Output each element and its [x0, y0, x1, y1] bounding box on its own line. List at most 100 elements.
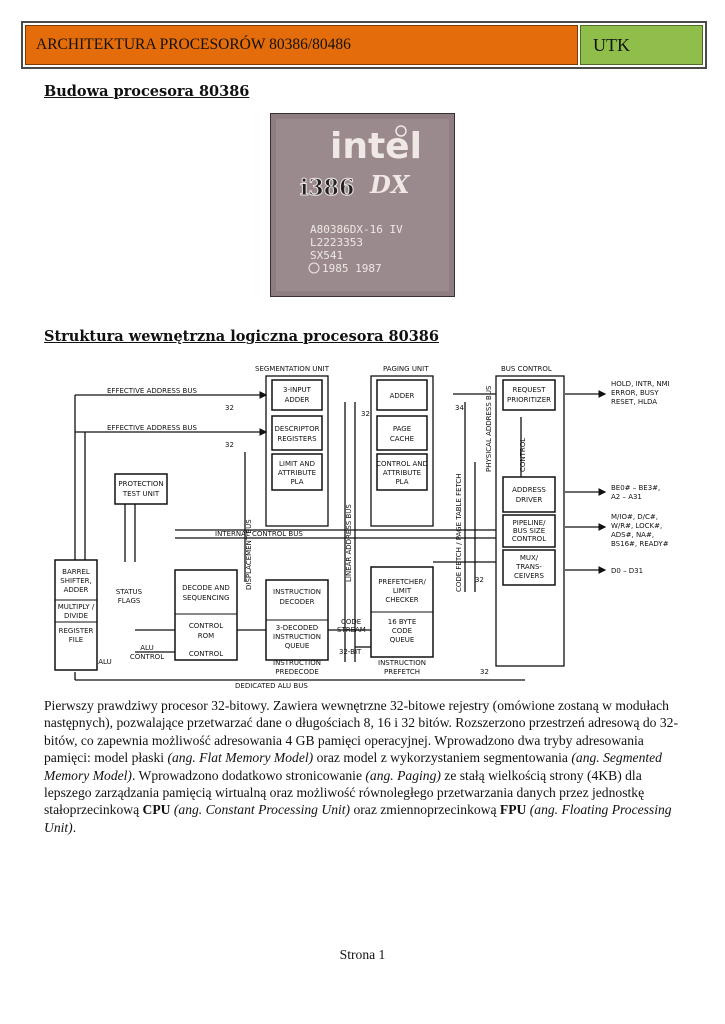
block-addr-2: DRIVER — [516, 496, 543, 504]
bus-label-linear: LINEAR ADDRESS BUS — [345, 504, 353, 582]
block-req-2: PRIORITIZER — [507, 396, 551, 404]
signal-3: RESET, HLDA — [611, 398, 657, 406]
block-q3-2: INSTRUCTION — [273, 633, 321, 641]
block-desc-2: REGISTERS — [277, 435, 317, 443]
block-pref-3: CHECKER — [385, 596, 418, 604]
block-ctrl-1: CONTROL AND — [376, 460, 428, 468]
block-addr-1: ADDRESS — [512, 486, 546, 494]
block-barrel-2: SHIFTER, — [60, 577, 91, 585]
block-q3-1: 3-DECODED — [276, 624, 318, 632]
para-text-2: oraz model z wykorzystaniem segmentowani… — [313, 750, 572, 766]
caption-alu-ctrl-1: ALU — [140, 644, 153, 652]
signal-10: D0 – D31 — [611, 567, 643, 575]
block-mul-1: MULTIPLY / — [58, 603, 95, 611]
block-status-2: FLAGS — [118, 597, 141, 605]
block-adder3-1: 3-INPUT — [283, 386, 312, 394]
page-number: Strona 1 — [339, 947, 386, 962]
chip-line4: 1985 1987 — [322, 262, 382, 275]
block-crom-1: CONTROL — [189, 622, 223, 630]
signal-4: BE0# – BE3#, — [611, 484, 660, 492]
block-cq-1: 16 BYTE — [388, 618, 417, 626]
caption-alu: ALU — [98, 658, 111, 666]
block-pcache-2: CACHE — [390, 435, 414, 443]
bus-width-32b: 32 — [225, 441, 234, 449]
para-bold-fpu: FPU — [499, 802, 527, 818]
section-heading-logic: Struktura wewnętrzna logiczna procesora … — [44, 328, 439, 345]
section-heading-structure: Budowa procesora 80386 — [44, 83, 250, 100]
para-text-4: ze stałą wielkością strony (4KB) dla lep… — [44, 767, 645, 818]
signal-7: W/R#, LOCK#, — [611, 522, 662, 530]
block-ctrl-2: ATTRIBUTE — [383, 469, 421, 477]
bus-width-34: 34 — [455, 404, 464, 412]
caption-ipre-2: PREDECODE — [275, 668, 319, 676]
bus-width-32a: 32 — [225, 404, 234, 412]
block-reg-1: REGISTER — [59, 627, 94, 635]
header-title: ARCHITEKTURA PROCESORÓW 80386/80486 — [25, 25, 578, 65]
unit-label-paging: PAGING UNIT — [383, 365, 429, 373]
block-cq-3: QUEUE — [390, 636, 415, 644]
caption-ipf-1: INSTRUCTION — [378, 659, 426, 667]
block-mux-1: MUX/ — [520, 554, 539, 562]
para-italic-5: (ang. Floating Processing Unit) — [44, 802, 672, 835]
para-text-3: . Wprowadzono dodatkowo stronicowanie — [131, 767, 366, 783]
chip-line1: A80386DX-16 IV — [310, 223, 403, 236]
para-text-6: . — [72, 819, 77, 835]
chip-model: i386 — [300, 175, 354, 201]
block-pipe-2: BUS SIZE — [513, 527, 545, 535]
signal-2: ERROR, BUSY — [611, 389, 659, 397]
block-limit-3: PLA — [290, 478, 303, 486]
block-mul-2: DIVIDE — [64, 612, 88, 620]
caption-ipre-1: INSTRUCTION — [273, 659, 321, 667]
bus-label-dedicated: DEDICATED ALU BUS — [235, 682, 308, 690]
block-reg-2: FILE — [69, 636, 83, 644]
bus-label-code-fetch: CODE FETCH / PAGE TABLE FETCH — [455, 473, 463, 592]
block-prot-2: TEST UNIT — [122, 490, 160, 498]
bus-label-displacement: DISPLACEMENT BUS — [245, 519, 253, 590]
description-paragraph: Pierwszy prawdziwy procesor 32-bitowy. Z… — [44, 697, 689, 836]
block-desc-1: DESCRIPTOR — [275, 425, 320, 433]
para-bold-cpu: CPU — [142, 802, 171, 818]
block-crom-2: ROM — [198, 632, 214, 640]
block-idec-1: INSTRUCTION — [273, 588, 321, 596]
signal-9: BS16#, READY# — [611, 540, 669, 548]
block-decseq-1: DECODE AND — [182, 584, 230, 592]
bus-label-effective-2: EFFECTIVE ADDRESS BUS — [107, 424, 197, 432]
block-barrel-3: ADDER — [64, 586, 89, 594]
signal-5: A2 – A31 — [611, 493, 642, 501]
bus-label-control: CONTROL — [519, 438, 527, 472]
block-q3-3: QUEUE — [285, 642, 310, 650]
block-pipe-1: PIPELINE/ — [513, 519, 547, 527]
signal-1: HOLD, INTR, NMI — [611, 380, 670, 388]
bus-label-internal: INTERNAL CONTROL BUS — [215, 530, 303, 538]
block-limit-1: LIMIT AND — [279, 460, 315, 468]
signal-6: M/IO#, D/C#, — [611, 513, 658, 521]
caption-ipf-2: PREFETCH — [384, 668, 420, 676]
block-idec-2: DECODER — [280, 598, 315, 606]
code-stream-1: CODE — [341, 618, 361, 626]
block-adder3-2: ADDER — [285, 396, 310, 404]
bus-width-32e: 32 — [480, 668, 489, 676]
block-pref-2: LIMIT — [393, 587, 412, 595]
para-italic-1: (ang. Flat Memory Model) — [167, 750, 314, 766]
i386-chip-photo: intel i386 DX A80386DX-16 IV L2223353 SX… — [270, 113, 455, 297]
para-text-1: Pierwszy prawdziwy procesor 32-bitowy. Z… — [44, 698, 678, 766]
block-mux-3: CEIVERS — [514, 572, 544, 580]
bus-width-32d: 32 — [475, 576, 484, 584]
chip-line3: SX541 — [310, 249, 343, 262]
block-limit-2: ATTRIBUTE — [278, 469, 316, 477]
block-decseq-2: SEQUENCING — [183, 594, 230, 602]
para-italic-2: (ang. Segmented Memory Model) — [44, 750, 662, 783]
bus-label-effective-1: EFFECTIVE ADDRESS BUS — [107, 387, 197, 395]
para-italic-3: (ang. Paging) — [365, 767, 441, 783]
unit-label-segmentation: SEGMENTATION UNIT — [255, 365, 330, 373]
block-pipe-3: CONTROL — [512, 535, 546, 543]
chip-line2: L2223353 — [310, 236, 363, 249]
code-stream-2: STREAM — [337, 626, 366, 634]
unit-label-bus-control: BUS CONTROL — [501, 365, 552, 373]
signal-8: ADS#, NA#, — [611, 531, 654, 539]
block-status-1: STATUS — [116, 588, 143, 596]
block-ctrl-3: PLA — [395, 478, 408, 486]
bus-label-physical: PHYSICAL ADDRESS BUS — [485, 385, 493, 472]
block-pref-1: PREFETCHER/ — [378, 578, 426, 586]
block-cq-2: CODE — [392, 627, 412, 635]
